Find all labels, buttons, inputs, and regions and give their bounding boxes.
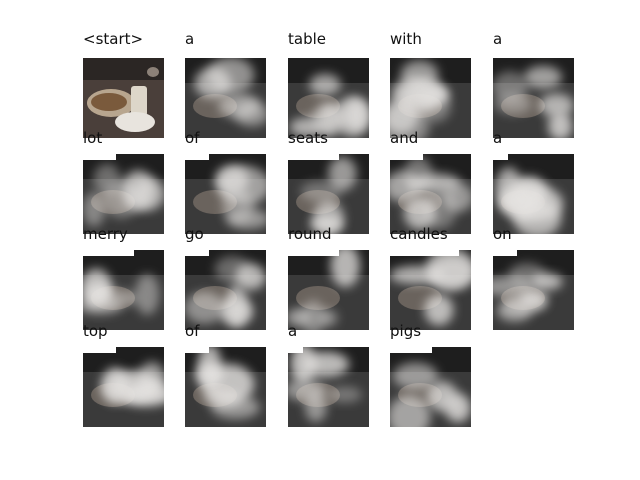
attention-map-image	[390, 250, 471, 330]
word-label: round	[288, 225, 332, 243]
label-background	[185, 236, 209, 256]
word-label: a	[493, 129, 503, 147]
word-label: of	[185, 322, 200, 340]
label-background	[185, 333, 209, 353]
word-label: of	[185, 129, 200, 147]
attention-map-image	[288, 58, 369, 138]
label-background	[288, 333, 303, 353]
label-background	[185, 140, 209, 160]
attention-map-image	[390, 58, 471, 138]
word-label: merry	[83, 225, 128, 243]
word-label: candles	[390, 225, 448, 243]
label-background	[83, 333, 116, 353]
attention-map-image	[390, 154, 471, 234]
attention-map-image	[83, 250, 164, 330]
word-label: on	[493, 225, 512, 243]
label-background	[83, 236, 134, 256]
word-label: with	[390, 30, 422, 48]
word-label: a	[288, 322, 298, 340]
label-background	[288, 236, 339, 256]
label-background	[288, 140, 339, 160]
attention-map-image	[83, 347, 164, 427]
attention-map-image	[288, 250, 369, 330]
attention-map-image	[493, 58, 574, 138]
word-label: go	[185, 225, 204, 243]
attention-map-image	[390, 347, 471, 427]
attention-map-image	[185, 58, 266, 138]
attention-map-image	[288, 347, 369, 427]
word-label: and	[390, 129, 419, 147]
word-label: top	[83, 322, 108, 340]
label-background	[493, 140, 508, 160]
label-background	[390, 236, 459, 256]
label-background	[390, 140, 423, 160]
attention-map-image	[185, 347, 266, 427]
word-label: table	[288, 30, 326, 48]
word-label: seats	[288, 129, 328, 147]
attention-map-image	[493, 154, 574, 234]
attention-map-image	[185, 154, 266, 234]
source-photo	[83, 58, 164, 138]
word-label: pigs	[390, 322, 422, 340]
label-background	[83, 140, 116, 160]
attention-map-image	[185, 250, 266, 330]
label-background	[390, 333, 432, 353]
start-token-label: <start>	[83, 30, 144, 48]
label-background	[493, 236, 517, 256]
word-label: lot	[83, 129, 103, 147]
word-label: a	[493, 30, 503, 48]
word-label: a	[185, 30, 195, 48]
attention-map-image	[83, 154, 164, 234]
attention-map-image	[288, 154, 369, 234]
attention-map-image	[493, 250, 574, 330]
